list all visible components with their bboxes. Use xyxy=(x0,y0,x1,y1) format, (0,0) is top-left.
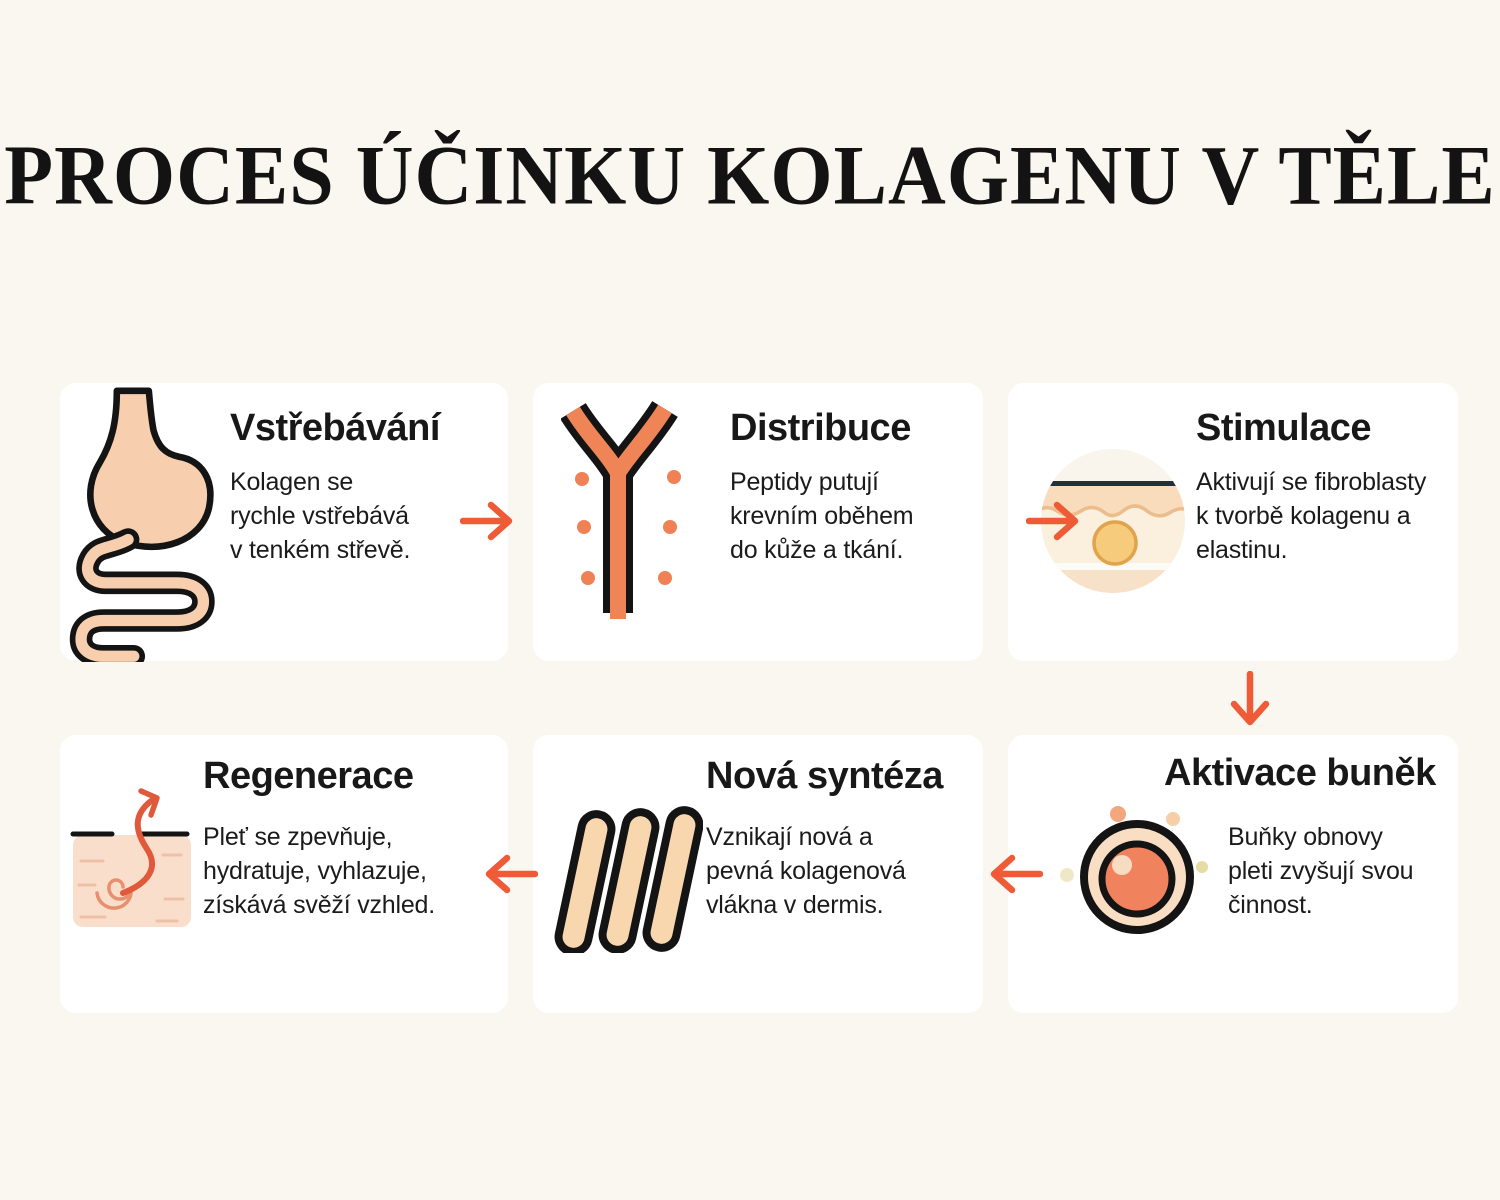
infographic-title: PROCES ÚČINKU KOLAGENU V TĚLE xyxy=(4,129,1496,223)
arrow-right-icon xyxy=(1026,501,1079,541)
step-description-line: Peptidy putují xyxy=(730,468,879,496)
skin-layers-icon xyxy=(1041,449,1185,593)
step-title: Regenerace xyxy=(203,755,414,797)
step-card-distribution: Distribuce Peptidy putují krevním oběhem… xyxy=(533,383,983,661)
step-description: Buňky obnovy pleti zvyšují svou činnost. xyxy=(1228,820,1414,922)
arrow-left-icon xyxy=(990,854,1043,894)
step-description-line: Kolagen se xyxy=(230,468,354,496)
step-description-line: vlákna v dermis. xyxy=(706,891,884,919)
step-description-line: Buňky obnovy xyxy=(1228,823,1383,851)
step-description-line: v tenkém střevě. xyxy=(230,536,411,564)
step-card-new-synthesis: Nová syntéza Vznikají nová a pevná kolag… xyxy=(533,735,983,1013)
step-title: Aktivace buněk xyxy=(1164,752,1436,794)
arrow-left-icon xyxy=(485,854,538,894)
arrow-right-icon xyxy=(460,501,513,541)
step-description-line: pevná kolagenová xyxy=(706,857,906,885)
step-title: Stimulace xyxy=(1196,407,1372,449)
step-description-line: hydratuje, vyhlazuje, xyxy=(203,857,427,885)
step-card-cell-activation: Aktivace buněk Buňky obnovy pleti zvyšuj… xyxy=(1008,735,1458,1013)
step-title: Distribuce xyxy=(730,407,911,449)
step-description-line: Vznikají nová a xyxy=(706,823,873,851)
step-card-regeneration: Regenerace Pleť se zpevňuje, hydratuje, … xyxy=(60,735,508,1013)
step-description: Peptidy putují krevním oběhem do kůže a … xyxy=(730,465,914,567)
step-description-line: do kůže a tkání. xyxy=(730,536,904,564)
step-description-line: pleti zvyšují svou xyxy=(1228,857,1414,885)
step-description-line: elastinu. xyxy=(1196,536,1288,564)
collagen-fibers-icon xyxy=(554,806,703,953)
step-description-line: činnost. xyxy=(1228,891,1313,919)
step-description-line: Pleť se zpevňuje, xyxy=(203,823,393,851)
step-description-line: k tvorbě kolagenu a xyxy=(1196,502,1411,530)
step-card-absorption: Vstřebávání Kolagen se rychle vstřebává … xyxy=(60,383,508,662)
step-card-stimulation: Stimulace Aktivují se fibroblasty k tvor… xyxy=(1008,383,1458,661)
step-description: Aktivují se fibroblasty k tvorbě kolagen… xyxy=(1196,465,1426,567)
cell-icon xyxy=(1060,806,1208,934)
step-title: Nová syntéza xyxy=(706,755,943,797)
arrow-down-icon xyxy=(1230,671,1270,726)
step-description: Pleť se zpevňuje, hydratuje, vyhlazuje, … xyxy=(203,820,435,922)
skin-regeneration-icon xyxy=(70,788,191,927)
step-description: Kolagen se rychle vstřebává v tenkém stř… xyxy=(230,465,410,567)
step-description-line: rychle vstřebává xyxy=(230,502,409,530)
step-description-line: krevním oběhem xyxy=(730,502,914,530)
step-description: Vznikají nová a pevná kolagenová vlákna … xyxy=(706,820,906,922)
step-title: Vstřebávání xyxy=(230,407,440,449)
step-description-line: získává svěží vzhled. xyxy=(203,891,436,919)
blood-vessel-icon xyxy=(561,401,681,619)
step-description-line: Aktivují se fibroblasty xyxy=(1196,468,1427,496)
stomach-intestine-icon xyxy=(69,387,215,662)
